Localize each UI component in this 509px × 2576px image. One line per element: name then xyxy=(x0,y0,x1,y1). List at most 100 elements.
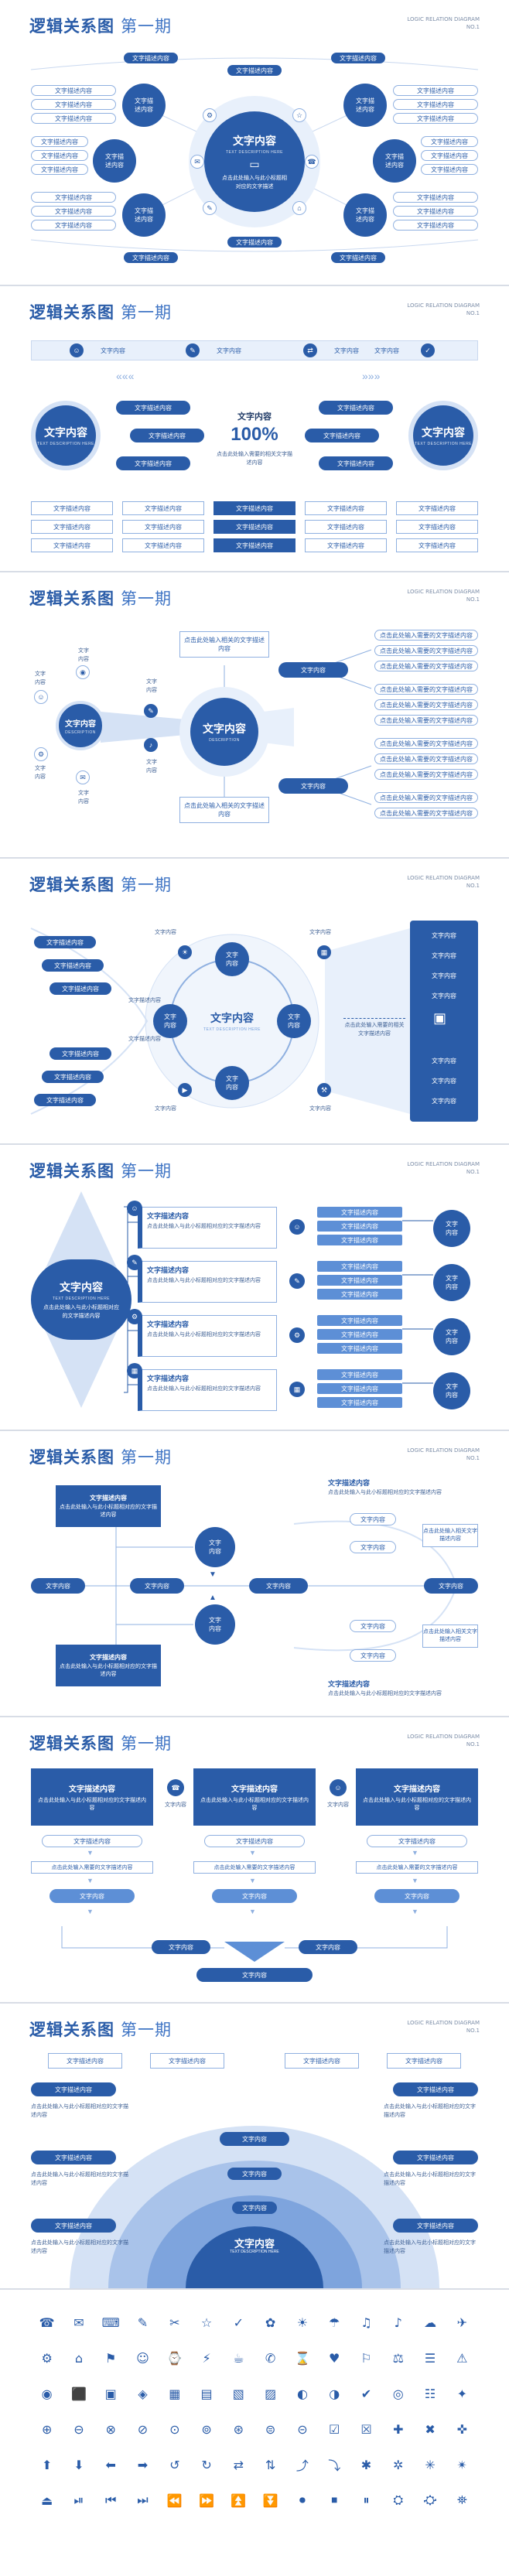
right-top-title: 文字描述内容 xyxy=(328,1479,371,1487)
flow-pill-3: 文字内容 xyxy=(350,1620,396,1632)
phone-icon: ☎ xyxy=(167,1779,184,1796)
glyph-icon: ☺ xyxy=(136,2350,149,2366)
right-item-1: 文字内容 xyxy=(432,931,456,939)
row-pill: 文字描述内容 xyxy=(317,1369,402,1380)
side-pill-left: 文字描述内容 xyxy=(31,2219,116,2233)
percent-value: 100% xyxy=(231,424,278,445)
label-top: 文字 内容 xyxy=(78,648,89,662)
left-pill-6: 文字描述内容 xyxy=(34,1094,96,1106)
bulb-icon: ☀ xyxy=(178,945,192,959)
glyph-icon: ⊜ xyxy=(265,2421,276,2437)
list-l8: 文字描述内容 xyxy=(31,206,116,217)
chevron-down-icon: ▼ xyxy=(412,1849,418,1857)
right-circle-label: 文字 内容 xyxy=(446,1329,458,1344)
grid-item: 文字描述内容 xyxy=(396,520,478,534)
column-card: 文字描述内容点击此处输入与此小标题相对应的文字描述内容 xyxy=(31,1768,153,1826)
sub-icon-4: ☎ xyxy=(305,155,319,169)
right-item-7: 文字内容 xyxy=(432,1097,456,1105)
center-text: 点击此处输入需要的相关文字描述内容 xyxy=(217,452,292,466)
row-pill: 文字描述内容 xyxy=(317,1343,402,1354)
list-r2: 文字描述内容 xyxy=(393,99,478,110)
card-text: 点击此处输入与此小标题相对应的文字描述内容 xyxy=(147,1332,261,1338)
node-mr: 文字描 述内容 xyxy=(373,139,416,183)
glyph-icon: ⏮ xyxy=(105,2492,117,2507)
glyph-icon: ⬇ xyxy=(73,2457,84,2472)
pen-icon: ✎ xyxy=(186,343,200,357)
node-br: 文字描 述内容 xyxy=(343,193,387,237)
chevron-down-icon: ▼ xyxy=(249,1908,256,1915)
grid-item: 文字描述内容 xyxy=(214,538,295,552)
side-text-left: 点击此处输入与此小标题相对应的文字描述内容 xyxy=(31,2172,128,2186)
top-pill-1: 文字描述内容 xyxy=(124,53,178,63)
card-text: 点击此处输入与此小标题相对应的文字描述内容 xyxy=(147,1278,261,1283)
glyph-icon: ✦ xyxy=(456,2386,468,2401)
side-text-right: 点击此处输入与此小标题相对应的文字描述内容 xyxy=(384,2104,476,2118)
right-item-4: 文字内容 xyxy=(432,992,456,999)
column-list: 文字描述内容点击此处输入与此小标题相对应的文字描述内容文字描述内容点击此处输入需… xyxy=(0,1717,509,2002)
right-bottom-title: 文字描述内容 xyxy=(328,1680,371,1688)
chevron-left-icon: ««« xyxy=(116,370,135,382)
glyph-icon: ✓ xyxy=(233,2315,244,2330)
row-pill: 文字描述内容 xyxy=(317,1383,402,1394)
ring-node-left: 文字 内容 xyxy=(153,1004,187,1038)
mid-pill: 文字内容 xyxy=(212,1889,297,1903)
grid-item: 文字描述内容 xyxy=(396,501,478,515)
row-pill: 文字描述内容 xyxy=(317,1261,402,1272)
slide-9-icons: ☎✉⌨✎✂☆✓✿☀☂♫♪☁✈⚙⌂⚑☺⌚⚡☕✆⌛♥⚐⚖☰⚠◉⬛▣◈▦▤▧▨◐◑✔◎… xyxy=(0,2290,509,2576)
hammer-icon: ⚒ xyxy=(317,1083,331,1097)
glyph-icon: ♫ xyxy=(360,2315,372,2330)
bar-item-3: 文字内容 xyxy=(334,347,359,354)
card-title: 文字描述内容 xyxy=(147,1375,190,1382)
right-circle-label: 文字 内容 xyxy=(446,1383,458,1399)
right-item-3: 文字内容 xyxy=(432,972,456,979)
top-bar xyxy=(31,340,478,360)
ring-node-top: 文字 内容 xyxy=(215,942,249,976)
glyph-icon: ⏺ xyxy=(299,2492,306,2507)
grid-item: 文字描述内容 xyxy=(122,501,204,515)
glyph-icon: ⇅ xyxy=(265,2457,276,2472)
glyph-icon: ⚐ xyxy=(360,2350,372,2366)
glyph-icon: ▧ xyxy=(232,2386,244,2401)
label-mid-1: 文字 内容 xyxy=(146,679,157,693)
slide4-rings xyxy=(30,928,410,1115)
side-pill-right: 文字描述内容 xyxy=(393,2219,478,2233)
slide8-arcs xyxy=(70,2126,439,2288)
pen-icon: ✎ xyxy=(144,704,158,718)
grid-item: 文字描述内容 xyxy=(31,520,113,534)
left-pill-4: 文字描述内容 xyxy=(50,1047,111,1060)
description-grid: 文字描述内容文字描述内容文字描述内容文字描述内容文字描述内容文字描述内容文字描述… xyxy=(31,501,478,557)
mic-icon: ♪ xyxy=(144,738,158,752)
bottom-pill-final: 文字内容 xyxy=(196,1968,313,1982)
card-text: 点击此处输入与此小标题相对应的文字描述内容 xyxy=(200,1797,309,1811)
right-item-5: 文字内容 xyxy=(432,1057,456,1064)
top-item-1: 文字描述内容 xyxy=(48,2053,122,2069)
right-pill-2: 文字描述内容 xyxy=(305,429,379,442)
person-icon: ☺ xyxy=(34,690,48,704)
label-tl: 文字内容 xyxy=(155,930,176,935)
row-pill-1: 文字描述内容 xyxy=(42,1835,142,1847)
chevron-down-icon: ▼ xyxy=(249,1849,256,1857)
right-pill-3: 文字描述内容 xyxy=(319,456,393,470)
node-tr: 文字描 述内容 xyxy=(343,84,387,127)
side-pill-left: 文字描述内容 xyxy=(31,2151,116,2164)
mid-pill: 文字内容 xyxy=(130,1578,184,1594)
row-pill: 文字描述内容 xyxy=(317,1289,402,1300)
right-circle: 文字 内容 xyxy=(433,1318,470,1355)
mid-pill: 文字内容 xyxy=(50,1889,135,1903)
card-text: 点击此处输入与此小标题相对应的文字描述内容 xyxy=(147,1386,261,1392)
cart-icon: ▦ xyxy=(317,945,331,959)
pen-icon: ✎ xyxy=(127,1255,142,1270)
row-pill: 文字描述内容 xyxy=(317,1329,402,1340)
glyph-icon: ⤴ xyxy=(295,2458,309,2473)
flow-pill-1: 文字内容 xyxy=(350,1513,396,1525)
glyph-icon: ◈ xyxy=(138,2386,148,2401)
row-pill: 文字描述内容 xyxy=(317,1235,402,1245)
sub-icon-2: ☆ xyxy=(292,108,306,122)
side-item-4: 点击此处输入需要的文字描述内容 xyxy=(374,684,478,695)
